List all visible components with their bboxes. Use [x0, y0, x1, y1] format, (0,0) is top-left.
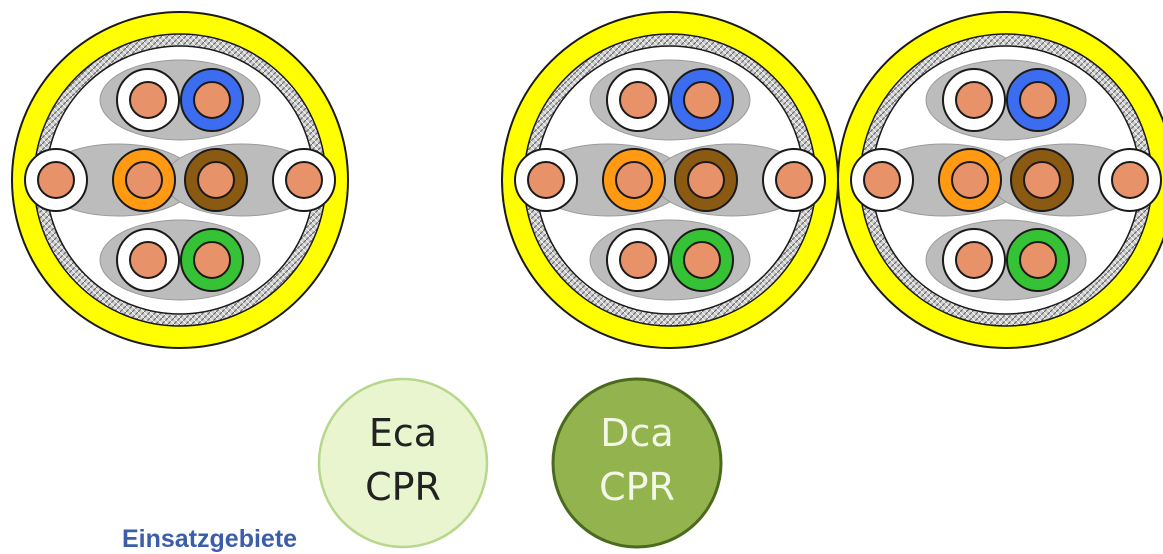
- wire-orange: [602, 148, 666, 212]
- wire-white: [116, 68, 180, 132]
- wire-white: [942, 68, 1006, 132]
- badge-eca-line2: CPR: [365, 465, 441, 509]
- wire-green: [180, 228, 244, 292]
- cable-duplex: [501, 11, 1163, 349]
- badge-dca-line2: CPR: [599, 465, 675, 509]
- wire-blue: [1006, 68, 1070, 132]
- section-heading: Einsatzgebiete: [122, 525, 298, 553]
- wire-white: [1098, 148, 1162, 212]
- wire-green: [670, 228, 734, 292]
- badge-eca-line1: Eca: [369, 411, 437, 455]
- wire-green: [1006, 228, 1070, 292]
- badge-dca-cpr: Dca CPR: [551, 377, 723, 549]
- badge-eca-cpr: Eca CPR: [317, 377, 489, 549]
- wire-brown: [1010, 148, 1074, 212]
- wire-white: [762, 148, 826, 212]
- wire-white: [514, 148, 578, 212]
- badge-dca-line1: Dca: [600, 411, 673, 455]
- wire-brown: [674, 148, 738, 212]
- wire-white: [942, 228, 1006, 292]
- wire-brown: [184, 148, 248, 212]
- wire-blue: [670, 68, 734, 132]
- wire-white: [606, 228, 670, 292]
- wire-white: [116, 228, 180, 292]
- wire-white: [272, 148, 336, 212]
- wire-orange: [938, 148, 1002, 212]
- wire-blue: [180, 68, 244, 132]
- wire-white: [850, 148, 914, 212]
- cable-single: [11, 11, 349, 349]
- wire-orange: [112, 148, 176, 212]
- wire-white: [606, 68, 670, 132]
- wire-white: [24, 148, 88, 212]
